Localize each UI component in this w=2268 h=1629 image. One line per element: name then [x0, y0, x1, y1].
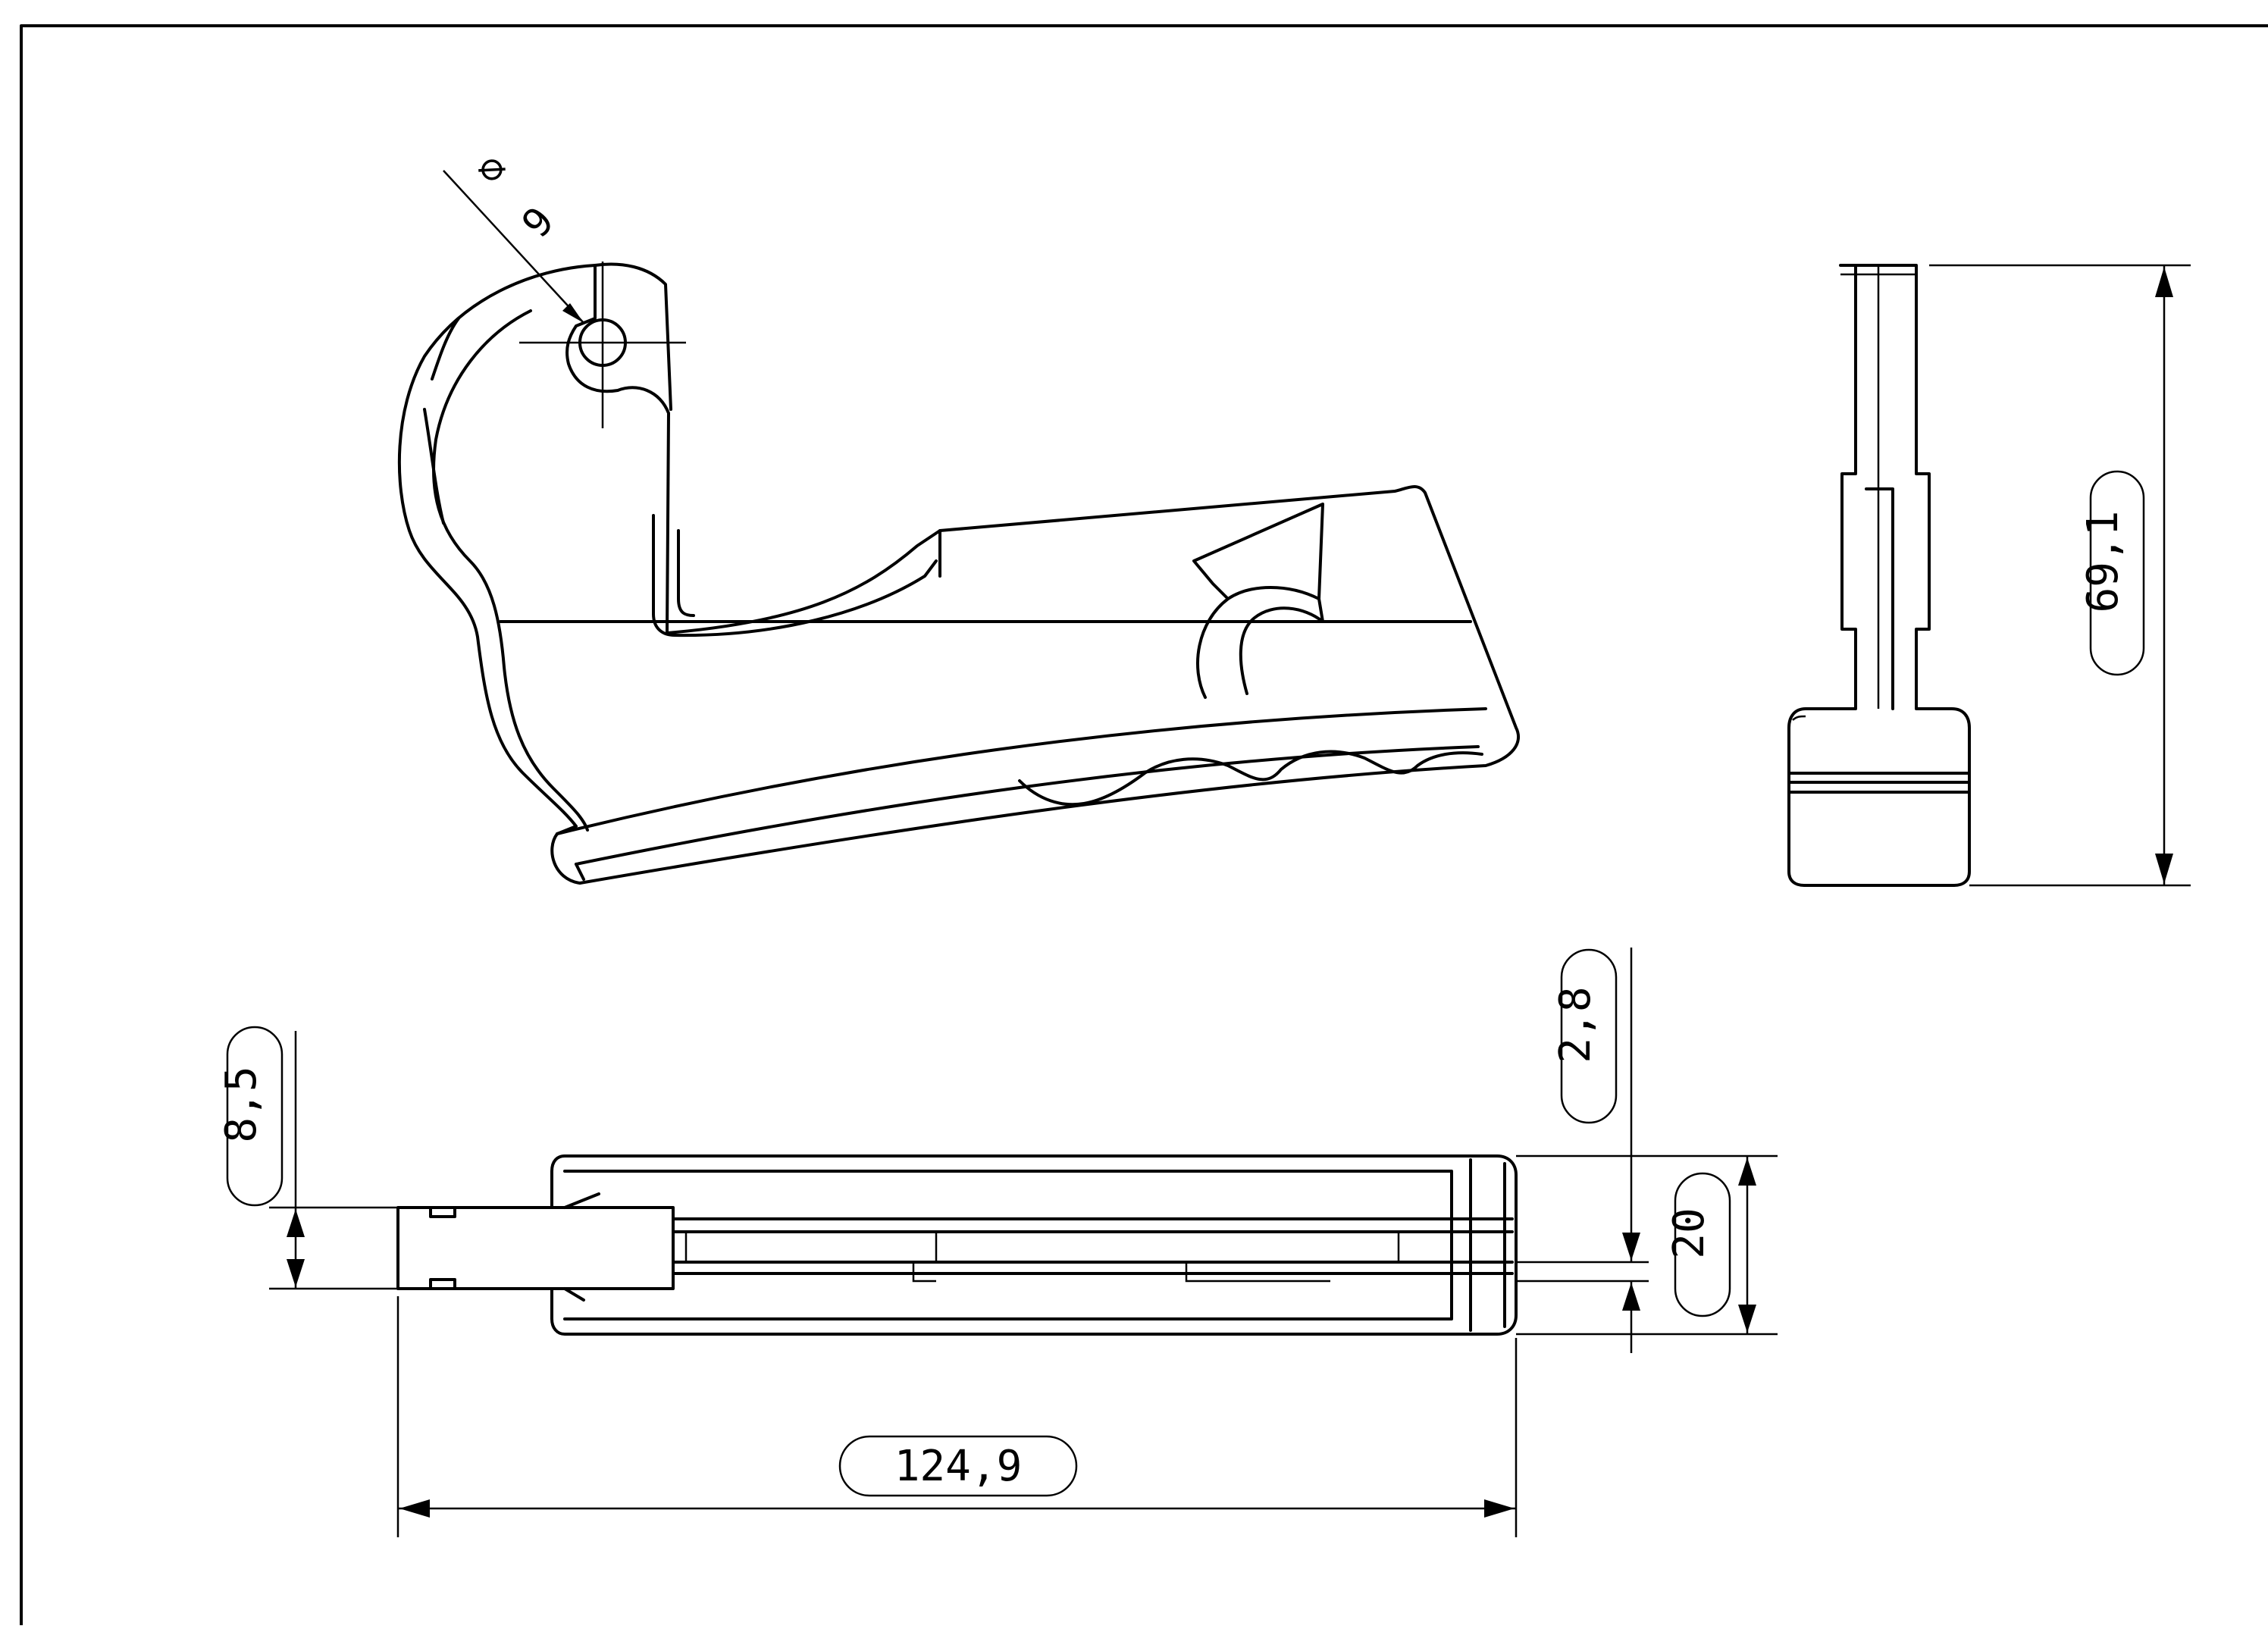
height-dimension: 69,1 [1929, 264, 2191, 887]
diameter-label: ∅ 6 [468, 145, 561, 245]
gap-value: 2,8 [1551, 986, 1600, 1063]
lever-main-view [397, 170, 1521, 885]
hole-diameter-value: 6 [511, 197, 561, 245]
drawing-frame [20, 24, 2268, 1629]
length-dimension: 124,9 [396, 1296, 1518, 1537]
offset-value: 8,5 [217, 1066, 266, 1142]
height-value: 69,1 [2078, 511, 2128, 613]
gap-dimension: 2,8 [1516, 948, 1649, 1353]
lever-side-view [1787, 264, 1971, 887]
lever-bottom-view [396, 1154, 1518, 1336]
offset-dimension: 8,5 [217, 1026, 398, 1290]
length-value: 124,9 [894, 1442, 1023, 1491]
width-value: 20 [1665, 1208, 1714, 1258]
diameter-symbol: ∅ [468, 145, 516, 195]
width-dimension: 20 [1516, 1154, 1778, 1336]
